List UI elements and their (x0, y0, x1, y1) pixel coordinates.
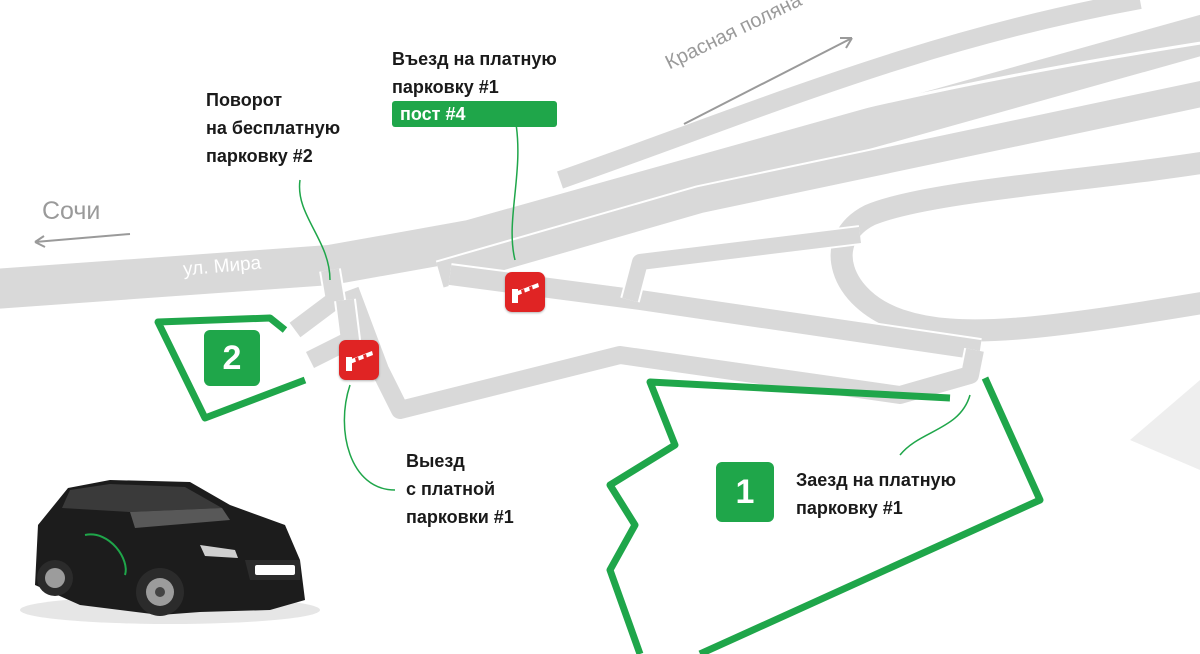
label-paid-exit-line2: с платной (406, 479, 496, 499)
label-paid-arrival-line2: парковку #1 (796, 498, 903, 518)
lot2-badge: 2 (204, 330, 260, 386)
city-label-sochi: Сочи (42, 197, 101, 225)
post-tag: пост #4 (392, 101, 557, 127)
road-upper-ramp (557, 0, 1142, 189)
right-area (1130, 380, 1200, 470)
lot1-outline-right (698, 376, 1044, 654)
lot2-outline (154, 314, 307, 422)
leader-lines (298, 117, 971, 491)
road-exit-lot1 (341, 286, 984, 419)
label-free-turn-line1: Поворот (206, 90, 283, 110)
road-connector (622, 227, 861, 303)
barrier-gate-icon-exit (339, 340, 379, 380)
road-loop (830, 152, 1200, 342)
label-paid-entrance-line2-text: парковку #1 (392, 77, 499, 97)
label-paid-arrival-line1: Заезд на платную (796, 470, 956, 490)
label-paid-entrance: Въезд на платную парковку #1 пост #4 (392, 45, 557, 127)
label-paid-exit-line3: парковки #1 (406, 507, 514, 527)
lot1-outline (606, 378, 951, 654)
road-service-lane (436, 80, 1200, 288)
road-ul-mira (0, 14, 1200, 309)
arrow-icon-krasnaya-polyana (683, 37, 853, 125)
label-free-turn: Поворот на бесплатную парковку #2 (206, 86, 340, 170)
label-paid-exit-line1: Выезд (406, 451, 465, 471)
barrier-gate-icon-post4 (505, 272, 545, 312)
leader-paid-entrance (511, 117, 519, 261)
arrow-icon-sochi (34, 233, 131, 248)
lot1-badge: 1 (716, 462, 774, 522)
road-upper-ramp-2 (619, 41, 1200, 172)
leader-paid-arrival (899, 394, 971, 456)
direction-arrows (34, 37, 853, 248)
label-paid-entrance-line1: Въезд на платную (392, 49, 557, 69)
label-paid-exit: Выезд с платной парковки #1 (406, 447, 514, 531)
leader-paid-exit (343, 384, 396, 491)
leader-free-turn (298, 179, 331, 281)
label-paid-arrival: Заезд на платную парковку #1 (796, 466, 956, 522)
label-paid-entrance-line2: парковку #1 пост #4 (392, 73, 557, 127)
label-free-turn-line3: парковку #2 (206, 146, 313, 166)
label-free-turn-line2: на бесплатную (206, 118, 341, 138)
roads (0, 0, 1200, 470)
road-to-lot2 (289, 268, 344, 338)
car-illustration (20, 480, 320, 624)
